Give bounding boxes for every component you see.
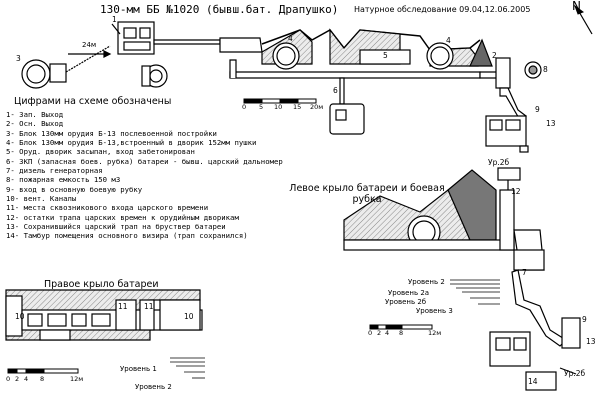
legend-heading: Цифрами на схеме обозначены (14, 96, 172, 107)
detail-scale-bar-right (369, 324, 433, 330)
marker-11: 11 (144, 302, 154, 311)
right-wing-plan (5, 289, 205, 379)
legend-item: 2- Осн. Выход (6, 119, 64, 129)
main-scale-tick: 0 (242, 103, 247, 111)
left-wing-caption: Левое крыло батареи и боевая рубка (289, 183, 445, 205)
marker-8: 8 (543, 65, 548, 74)
main-scale-bar (243, 98, 317, 104)
legend-item: 12- остатки трапа царских времен к оруди… (6, 212, 239, 222)
marker-13: 13 (586, 337, 596, 346)
distance-label: 24м (82, 41, 97, 49)
level-label: Уровень 2 (408, 278, 445, 286)
marker-2: 2 (492, 51, 497, 60)
detail-scale-tick: 2 (15, 375, 20, 383)
detail-scale-tick: 4 (24, 375, 29, 383)
legend-item: 8- пожарная емкость 150 м3 (6, 175, 121, 185)
main-scale-tick: 5 (259, 103, 264, 111)
marker-9: 9 (582, 315, 587, 324)
legend-item: 7- дизель генераторная (6, 166, 103, 176)
marker-7: 7 (522, 268, 527, 277)
north-arrow (573, 4, 593, 35)
detail-scale-tick: 12м (428, 329, 442, 337)
marker-9: 9 (535, 105, 540, 114)
legend-item: 4- Блок 130мм орудия Б-13,встроенный в д… (6, 138, 257, 148)
detail-scale-tick: 4 (385, 329, 390, 337)
marker-14: 14 (528, 377, 538, 386)
left-wing-plan (343, 167, 581, 391)
legend-item: 6- ЗКП (запасная боев. рубка) батареи - … (6, 156, 283, 166)
legend-item: 13- Сохранившийся царский трап на бруств… (6, 222, 226, 232)
level-label: Уровень 2б (385, 298, 427, 306)
marker-1: 1 (112, 15, 117, 24)
marker-11: 11 (118, 302, 128, 311)
main-scale-tick: 15 (293, 103, 302, 111)
detail-scale-tick: 8 (40, 375, 45, 383)
level-label: Уровень 2а (388, 289, 430, 297)
main-scale-tick: 10 (274, 103, 283, 111)
main-plan (21, 21, 542, 153)
marker-12: 12 (511, 187, 521, 196)
legend-list: 1- Зап. Выход 2- Осн. Выход 3- Блок 130м… (6, 110, 283, 241)
level-label: Уровень 2 (135, 383, 172, 391)
detail-scale-tick: 0 (368, 329, 373, 337)
detail-scale-tick: 2 (377, 329, 382, 337)
legend-item: 1- Зап. Выход (6, 110, 64, 119)
legend-item: 9- вход в основную боевую рубку (6, 184, 143, 194)
detail-scale-bar-left (7, 368, 79, 374)
detail-scale-tick: 12м (70, 375, 84, 383)
marker-3: 3 (16, 54, 21, 63)
legend-item: 3- Блок 130мм орудия Б-13 послевоенной п… (6, 128, 217, 138)
marker-10: 10 (184, 312, 194, 321)
legend-item: 14- Тамбур помещения основного визира (т… (6, 231, 248, 241)
north-label: N (572, 0, 581, 13)
main-scale-tick: 20м (310, 103, 324, 111)
detail-scale-tick: 8 (399, 329, 404, 337)
marker-13: 13 (546, 119, 556, 128)
survey-date: Натурное обследование 09.04,12.06.2005 (354, 5, 531, 14)
legend-item: 5- Оруд. дворик засыпан, вход забетониро… (6, 147, 195, 157)
plan-title: 130-мм ББ №1020 (бывш.бат. Драпушко) (100, 3, 339, 16)
right-wing-caption: Правое крыло батареи (44, 279, 159, 290)
legend-item: 11- места сквозникового входа царского в… (6, 203, 209, 213)
level-marker: Ур.2б (488, 158, 510, 167)
marker-4: 4 (288, 34, 293, 43)
level-label: Уровень 1 (120, 365, 157, 373)
detail-scale-tick: 0 (6, 375, 11, 383)
marker-6: 6 (333, 86, 338, 95)
marker-4: 4 (446, 36, 451, 45)
level-label: Уровень 3 (416, 307, 453, 315)
level-marker: Ур.2б (564, 369, 586, 378)
legend-item: 10- вент. Каналы (6, 194, 77, 204)
marker-5: 5 (383, 51, 388, 60)
marker-10: 10 (15, 312, 25, 321)
